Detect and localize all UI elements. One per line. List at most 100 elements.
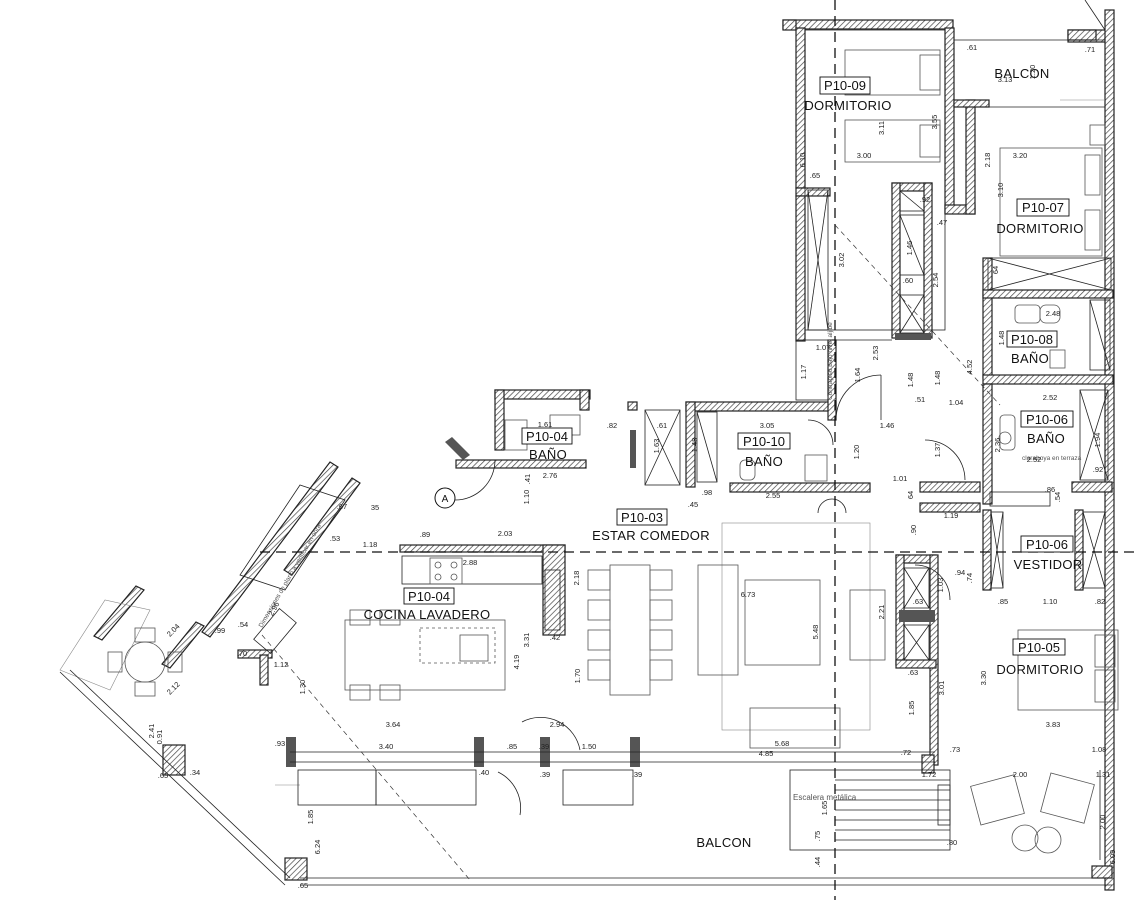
dimension-label: 1.18 (363, 540, 378, 549)
dimension-label: 6.24 (313, 840, 322, 855)
dimension-label: .51 (915, 395, 925, 404)
room-code: P10-03 (621, 510, 663, 525)
room-name: BAÑO (1027, 431, 1065, 446)
room-code: P10-06 (1026, 537, 1068, 552)
dimension-label: 1.48 (906, 373, 915, 388)
dimension-label: 1.70 (573, 669, 582, 684)
dimension-label: .53 (330, 534, 340, 543)
dimension-label: .63 (908, 668, 918, 677)
dimension-label: .67 (337, 502, 347, 511)
dimension-label: 5.68 (775, 739, 790, 748)
room-code: P10-04 (526, 429, 568, 444)
dimension-label: .47 (937, 218, 947, 227)
dimension-label: 1.48 (690, 438, 699, 453)
dimension-label: .73 (950, 745, 960, 754)
dimension-label: .80 (947, 838, 957, 847)
dimension-label: 6.10 (798, 153, 807, 168)
room-name: DORMITORIO (804, 98, 891, 113)
room-code: P10-06 (1026, 412, 1068, 427)
dimension-label: 2.12 (165, 680, 182, 697)
dimension-label: 4.52 (965, 360, 974, 375)
dimension-label: 6.73 (741, 590, 756, 599)
dimension-label: 1.07 (816, 343, 831, 352)
dimension-label: .94 (955, 568, 965, 577)
dimension-label: 2.00 (1098, 815, 1107, 830)
counterweight-note: Contrapiso bajo nivel aljibe (827, 322, 834, 400)
dimension-label: 1.94 (1093, 433, 1102, 448)
dimension-label: 3.31 (522, 633, 531, 648)
dimension-label: 2.52 (1043, 393, 1058, 402)
dimension-label: 1.63 (652, 439, 661, 454)
dimension-label: .70 (237, 649, 247, 658)
dimension-label: .54 (1053, 492, 1062, 502)
room-p10-03: P10-03 ESTAR COMEDOR (592, 508, 710, 543)
dimension-label: 6.09 (1108, 850, 1117, 865)
dimension-label: 1.37 (933, 443, 942, 458)
dimension-label: .74 (965, 573, 974, 583)
dimension-label: 3.00 (857, 151, 872, 160)
dimension-label: 2.36 (993, 438, 1002, 453)
room-name: DORMITORIO (996, 221, 1083, 236)
dimension-label: 3.10 (996, 183, 1005, 198)
dimension-label: 1.48 (997, 331, 1006, 346)
room-code: P10-07 (1022, 200, 1064, 215)
dimension-label: 1.04 (949, 398, 964, 407)
dimension-label: .39 (540, 770, 550, 779)
room-p10-10: P10-10 BAÑO (737, 432, 791, 469)
balcony-label-top: BALCON (994, 66, 1049, 81)
dimension-label: .42 (550, 633, 560, 642)
dimension-label: .71 (1085, 45, 1095, 54)
dimension-label: .99 (215, 626, 225, 635)
dimension-label: 1.46 (880, 421, 895, 430)
dimension-label: .93 (275, 739, 285, 748)
dimension-label: .60 (903, 276, 913, 285)
dimension-label: .61 (967, 43, 977, 52)
dimension-label: .75 (813, 831, 822, 841)
dimension-label: 3.83 (1046, 720, 1061, 729)
room-name: DORMITORIO (996, 662, 1083, 677)
room-name: ESTAR COMEDOR (592, 528, 710, 543)
dimension-label: 1.50 (582, 742, 597, 751)
notes: Escalera metálica claraboya en terraza D… (258, 322, 1082, 802)
dimension-label: 1.19 (944, 511, 959, 520)
room-name: BAÑO (1011, 351, 1049, 366)
dimension-label: .92 (920, 195, 930, 204)
dimension-label: .86 (1045, 485, 1055, 494)
dimension-label: 2.94 (550, 720, 565, 729)
room-p10-06-bano: P10-06 BAÑO (1020, 410, 1074, 446)
room-p10-04-cocina: P10-04 COCINA LAVADERO (364, 587, 490, 622)
dimension-label: .92 (1093, 465, 1103, 474)
dimension-label: 1.17 (799, 365, 808, 380)
dimension-label: 3.02 (837, 253, 846, 268)
room-name: BAÑO (745, 454, 783, 469)
room-labels: P10-09 DORMITORIO P10-07 DORMITORIO P10-… (364, 66, 1084, 850)
dimension-label: 2.76 (543, 471, 558, 480)
dimension-label: 1.31 (1096, 770, 1111, 779)
dimension-label: 2.52 (1027, 455, 1042, 464)
room-p10-05: P10-05 DORMITORIO (996, 638, 1083, 677)
dimension-label: 3.11 (877, 121, 886, 135)
dimension-label: 2.88 (463, 558, 478, 567)
dimension-label: 0.91 (155, 730, 164, 745)
dimension-label: 64 (991, 266, 1000, 274)
dimension-label: 4.85 (759, 749, 774, 758)
dimension-label: .39 (539, 742, 549, 751)
dimension-label: 1.61 (538, 420, 553, 429)
dimension-label: 5.48 (811, 625, 820, 640)
dimension-label: 2.18 (572, 571, 581, 586)
dimension-label: .90 (909, 525, 918, 535)
dimension-label: 3.13 (998, 75, 1013, 84)
room-code: P10-10 (743, 434, 785, 449)
dimension-label: 2.18 (983, 153, 992, 168)
dimension-label: .65 (298, 881, 308, 890)
room-code: P10-04 (408, 589, 450, 604)
dimension-label: 1.10 (1043, 597, 1058, 606)
dimension-label: 2.21 (877, 605, 886, 620)
room-p10-08: P10-08 BAÑO (1006, 330, 1058, 366)
room-p10-09: P10-09 DORMITORIO (804, 76, 891, 113)
dimension-label: 2.03 (498, 529, 513, 538)
dimension-label: .40 (479, 768, 489, 777)
dimension-label: 2.53 (871, 346, 880, 361)
